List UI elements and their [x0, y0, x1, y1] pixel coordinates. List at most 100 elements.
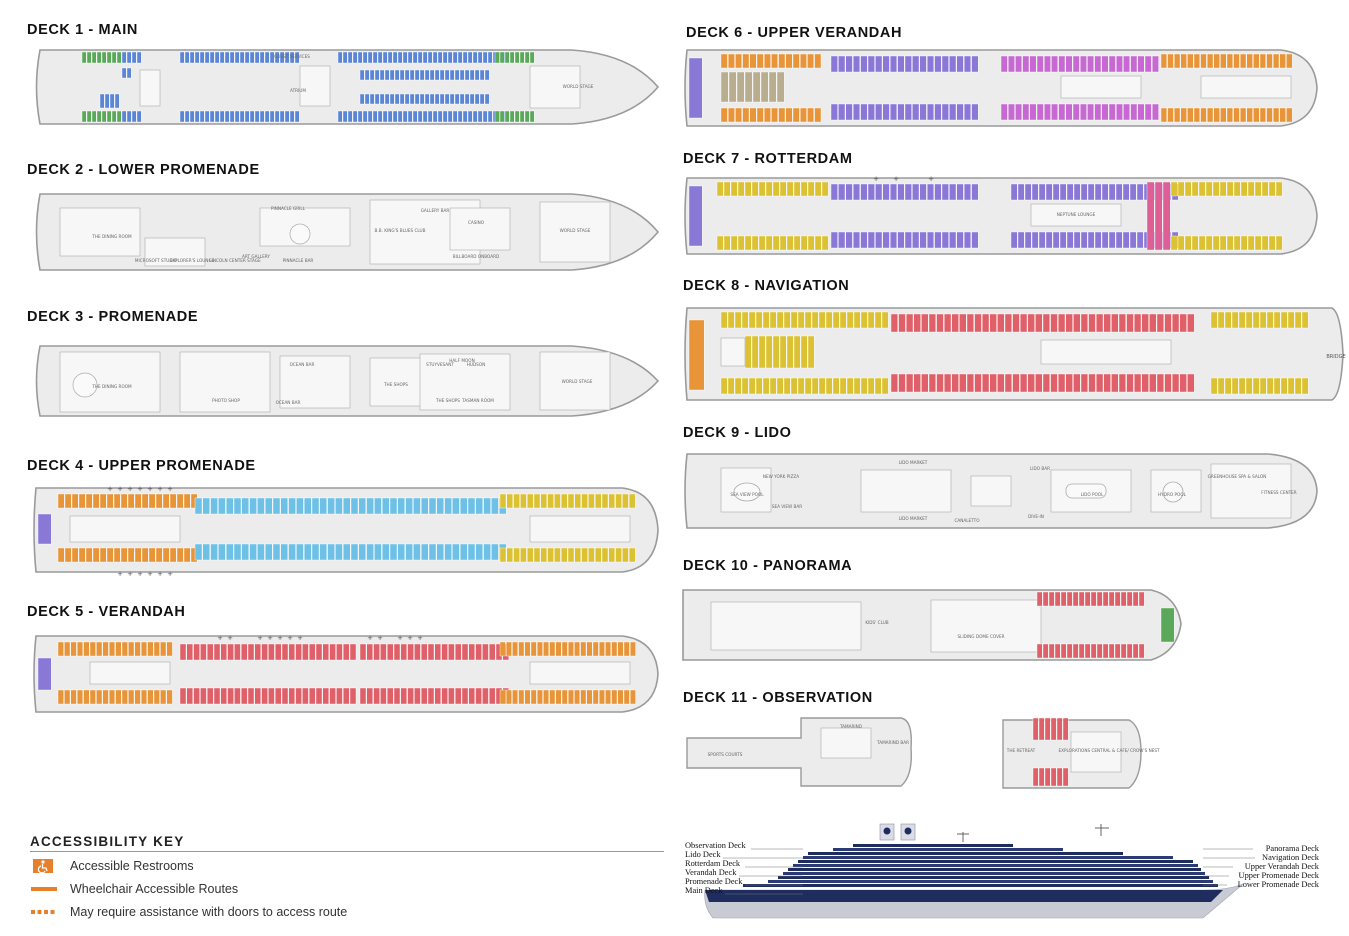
cabin-blue — [412, 51, 418, 64]
cabin-blue — [462, 110, 468, 123]
cabin-orange — [756, 107, 764, 123]
cabin-red — [343, 643, 350, 661]
cabin-orange — [183, 493, 191, 509]
cabin-orange — [134, 547, 142, 563]
cabin-yellow — [595, 547, 602, 563]
cabin-magenta — [1144, 55, 1152, 73]
cabin-red — [1118, 313, 1127, 333]
cabin-red — [336, 643, 343, 661]
cabin-blue — [254, 110, 260, 123]
cabin-red — [1050, 717, 1057, 741]
cabin-orange — [64, 689, 71, 705]
cabin-yellow — [1275, 181, 1283, 197]
cabin-red — [1050, 373, 1058, 393]
cabin-yellow — [800, 235, 808, 251]
cabin-blue — [362, 51, 368, 64]
cabin-orange — [162, 547, 170, 563]
cabin-red — [247, 643, 255, 661]
room-label: ATRIUM — [290, 88, 306, 93]
room-label: GALLERY BAR — [421, 208, 450, 213]
cabin-red — [1138, 643, 1145, 659]
cabin-red — [1164, 373, 1172, 393]
cabin-yellow — [615, 493, 622, 509]
deck6-plan[interactable] — [681, 46, 1321, 132]
accessibility-key-title: ACCESSIBILITY KEY — [30, 834, 185, 849]
cabin-red — [359, 643, 367, 661]
deck7-plan[interactable]: NEPTUNE LOUNGE+++ — [681, 174, 1321, 260]
cabin-red — [475, 643, 482, 661]
cabin-red — [890, 373, 899, 393]
cabin-yellow — [1210, 311, 1218, 329]
cabin-red — [461, 687, 469, 705]
cabin-yellow — [730, 181, 738, 197]
cabin-blue — [427, 110, 433, 123]
cabin-lightblue — [436, 543, 444, 561]
cabin-orange — [814, 53, 822, 69]
accessible-cabin-mark: + — [397, 634, 403, 642]
cabin-red — [240, 643, 248, 661]
cabin-yellow — [825, 311, 833, 329]
cabin-orange — [1233, 107, 1240, 123]
cabin-orange — [64, 641, 71, 657]
cabin-yellow — [800, 335, 808, 369]
cabin-yellow — [1191, 181, 1199, 197]
cabin-blue — [387, 51, 393, 64]
deck8-plan[interactable]: BRIDGE — [681, 304, 1349, 408]
cabin-blue — [474, 69, 480, 81]
cabin-purple — [949, 231, 957, 249]
cabin-blue — [442, 51, 448, 64]
world-stage-room — [539, 201, 611, 263]
cabin-blue — [121, 67, 127, 79]
cabin-red — [1096, 643, 1103, 659]
profile-deck-band — [853, 844, 1013, 847]
cabin-blue — [219, 51, 225, 64]
cabin-orange — [549, 689, 556, 705]
cabin-purple — [904, 183, 912, 201]
cabin-yellow — [744, 335, 752, 369]
cabin-blue — [419, 69, 425, 81]
cabin-red — [1102, 643, 1109, 659]
cabin-orange — [153, 641, 160, 657]
cabin-purple — [1094, 183, 1102, 201]
cabin-blue — [414, 69, 420, 81]
cabin-yellow — [751, 235, 759, 251]
cabin-red — [343, 687, 350, 705]
cabin-yellow — [734, 311, 742, 329]
profile-deck-band — [808, 852, 1123, 855]
cabin-blue — [194, 110, 200, 123]
cabin-purple — [1080, 231, 1088, 249]
deck4-plan[interactable]: +++++++++++++ — [30, 484, 662, 580]
cabin-blue — [382, 110, 388, 123]
cabin-red — [295, 687, 302, 705]
deck5-plan[interactable]: ++++++++++++ — [30, 632, 662, 718]
cabin-red — [461, 643, 469, 661]
cabin-red — [1096, 591, 1103, 607]
cabin-purple — [889, 231, 897, 249]
cabin-blue — [447, 110, 453, 123]
deck5-title: DECK 5 - VERANDAH — [27, 604, 186, 620]
cabin-red — [1065, 313, 1073, 333]
cabin-purple — [1073, 183, 1081, 201]
cabin-red — [329, 643, 336, 661]
cabin-yellow — [615, 547, 622, 563]
cabin-blue — [392, 51, 398, 64]
cabin-yellow — [506, 493, 513, 509]
cabin-purple — [1087, 183, 1095, 201]
room-label: LIDO MARKET — [899, 460, 928, 465]
cabin-green — [106, 51, 112, 64]
cabin-orange — [792, 53, 800, 69]
cabin-lightblue — [296, 497, 304, 515]
cabin-purple — [860, 231, 868, 249]
cabin-purple — [904, 55, 912, 73]
cabin-red — [1126, 373, 1134, 393]
cabin-yellow — [755, 377, 763, 395]
cabin-tan — [736, 71, 745, 103]
cabin-green — [81, 51, 87, 64]
cabin-purple — [919, 103, 927, 121]
